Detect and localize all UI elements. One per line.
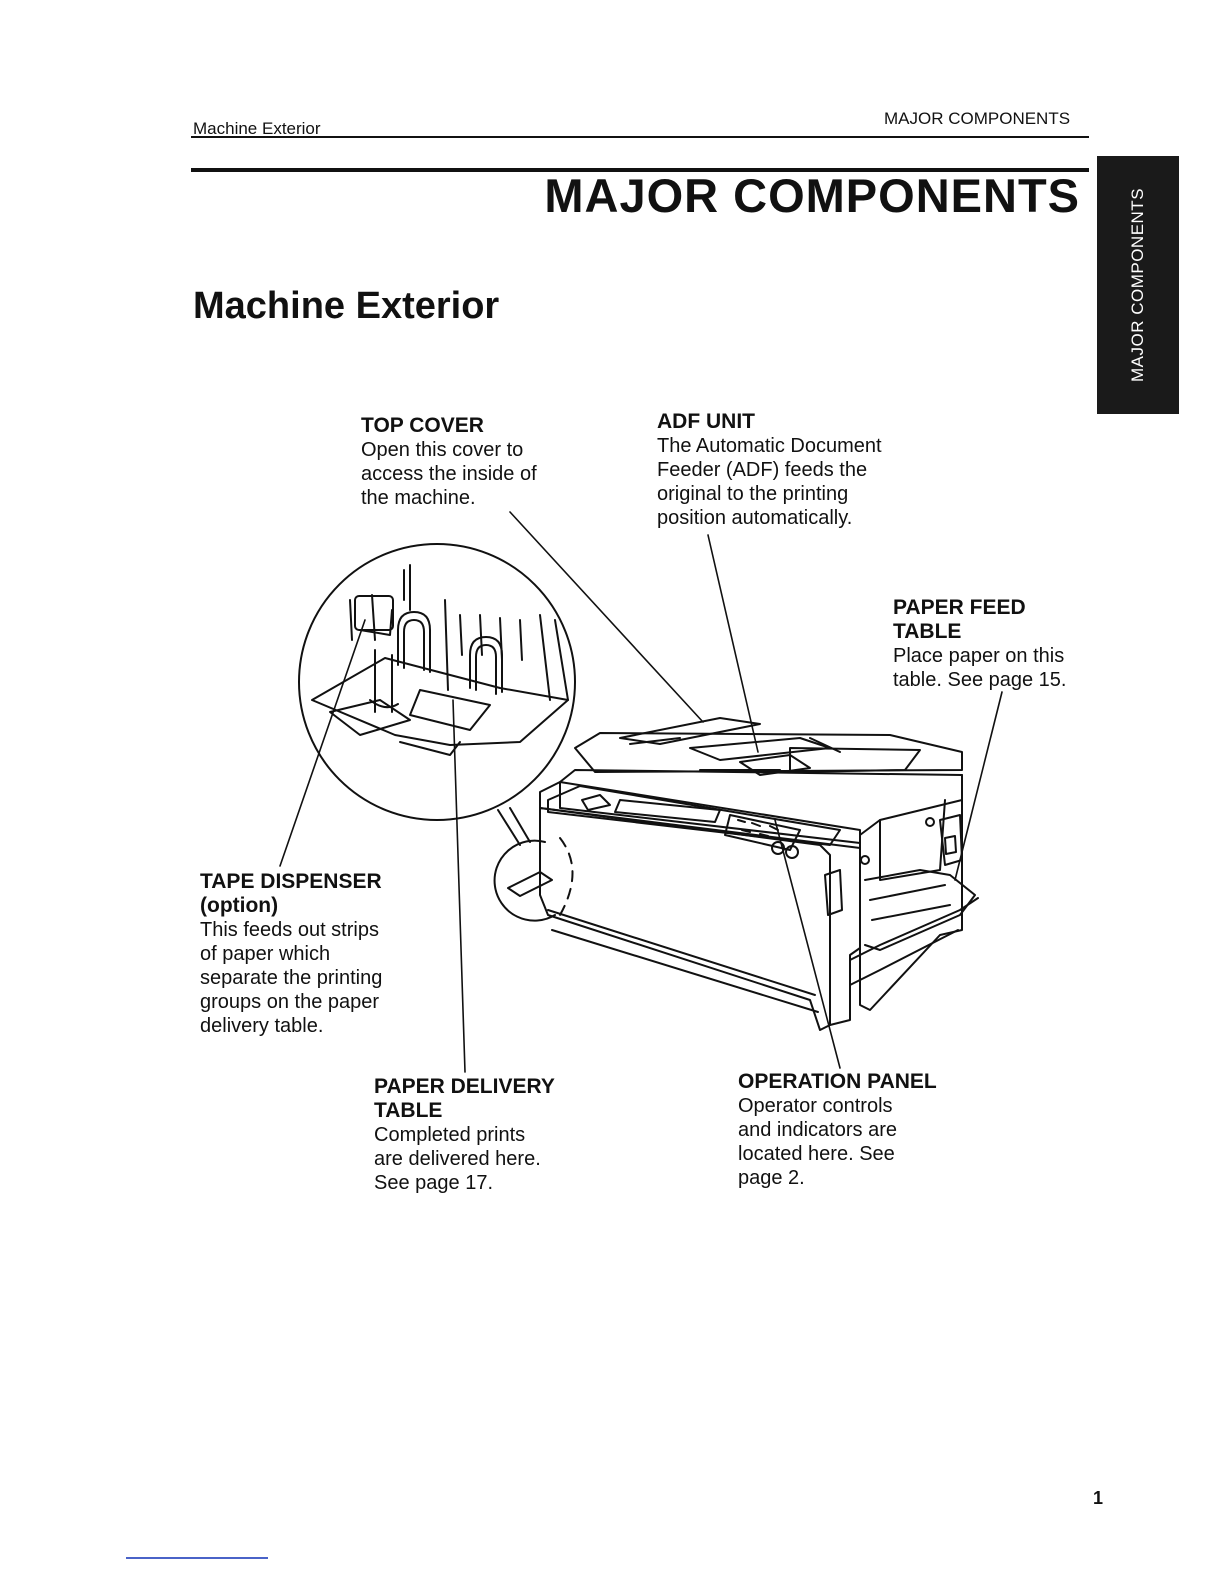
callout-line: delivery table. xyxy=(200,1015,324,1037)
callout-line: This feeds out strips xyxy=(200,919,379,941)
page-title: MAJOR COMPONENTS xyxy=(544,169,1080,222)
callout-line: and indicators are xyxy=(738,1119,897,1141)
callout-line: The Automatic Document xyxy=(657,435,882,457)
callout-paper-delivery-table: PAPER DELIVERY TABLE Completed prints ar… xyxy=(374,1075,555,1195)
callout-title: PAPER FEED xyxy=(893,596,1026,619)
callout-top-cover: TOP COVER Open this cover to access the … xyxy=(361,414,537,510)
callout-line: original to the printing xyxy=(657,483,849,505)
callout-title: TAPE DISPENSER xyxy=(200,870,382,893)
callout-title: PAPER DELIVERY xyxy=(374,1075,555,1098)
callout-title: ADF UNIT xyxy=(657,410,755,433)
section-title: Machine Exterior xyxy=(193,285,500,327)
callout-line: are delivered here. xyxy=(374,1148,541,1170)
callout-line: separate the printing xyxy=(200,967,383,989)
running-header-left: Machine Exterior xyxy=(193,119,321,138)
callout-line: Operator controls xyxy=(738,1095,893,1117)
machine-body xyxy=(539,717,979,1031)
callout-line: the machine. xyxy=(361,487,476,509)
callout-line: groups on the paper xyxy=(200,991,380,1013)
callout-line: Feeder (ADF) feeds the xyxy=(657,459,868,481)
callout-line: located here. See xyxy=(738,1143,895,1165)
callout-line: Completed prints xyxy=(374,1124,526,1146)
tape-dispenser-detail-circle xyxy=(298,543,576,821)
callout-line: See page 17. xyxy=(374,1172,493,1194)
callout-title: TOP COVER xyxy=(361,414,484,437)
paper-delivery-detail-circle xyxy=(493,807,574,922)
callout-line: access the inside of xyxy=(361,463,537,485)
callout-line: position automatically. xyxy=(657,507,853,529)
callout-line: of paper which xyxy=(200,943,331,965)
running-header-right: MAJOR COMPONENTS xyxy=(884,109,1071,128)
callout-operation-panel: OPERATION PANEL Operator controls and in… xyxy=(738,1070,937,1190)
header-divider xyxy=(191,136,1089,138)
page-number: 1 xyxy=(1093,1488,1104,1508)
leader-lines xyxy=(279,511,1003,1073)
callout-line: page 2. xyxy=(738,1167,805,1189)
callout-title: (option) xyxy=(200,894,279,917)
side-tab: MAJOR COMPONENTS xyxy=(1097,156,1179,414)
footer-divider xyxy=(126,1557,268,1559)
callout-adf-unit: ADF UNIT The Automatic Document Feeder (… xyxy=(657,410,882,530)
title-divider xyxy=(191,168,1089,172)
callout-title: TABLE xyxy=(374,1099,443,1122)
callout-line: Place paper on this xyxy=(893,645,1065,667)
callout-line: Open this cover to xyxy=(361,439,524,461)
callout-title: TABLE xyxy=(893,620,962,643)
callout-paper-feed-table: PAPER FEED TABLE Place paper on this tab… xyxy=(893,596,1066,692)
callout-tape-dispenser: TAPE DISPENSER (option) This feeds out s… xyxy=(200,870,382,1038)
callout-line: table. See page 15. xyxy=(893,669,1067,691)
callout-title: OPERATION PANEL xyxy=(738,1070,937,1093)
